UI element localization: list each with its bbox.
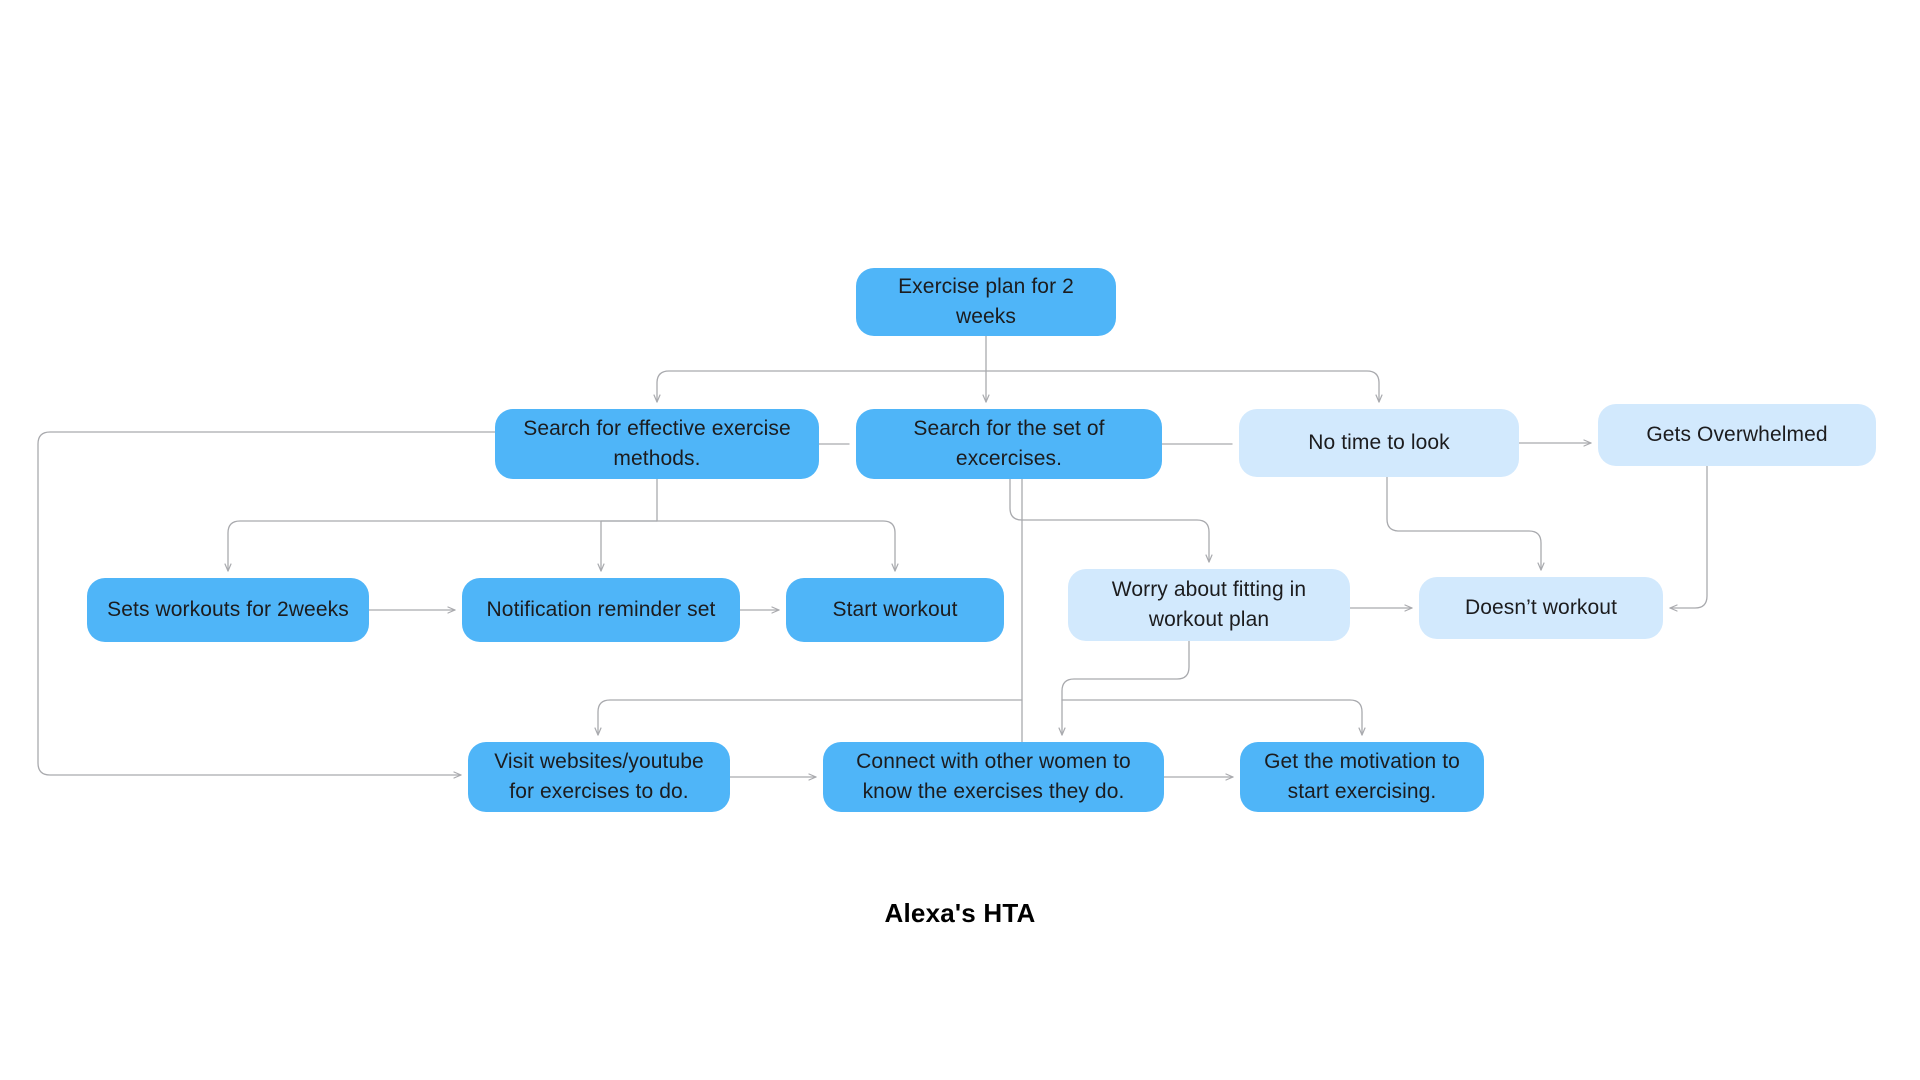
node-doesnt-workout[interactable]: Doesn’t workout — [1419, 577, 1663, 639]
node-exercise-plan[interactable]: Exercise plan for 2 weeks — [856, 268, 1116, 336]
node-start-workout[interactable]: Start workout — [786, 578, 1004, 642]
node-search-set-of-excercises[interactable]: Search for the set of excercises. — [856, 409, 1162, 479]
edge-bus-to-visit-sites — [594, 699, 1023, 736]
edge-sm-to-sets-workouts — [224, 520, 658, 572]
node-label: Sets workouts for 2weeks — [107, 597, 349, 621]
node-get-motivation[interactable]: Get the motivation to start exercising. — [1240, 742, 1484, 812]
node-no-time-to-look[interactable]: No time to look — [1239, 409, 1519, 477]
node-label: Doesn’t workout — [1464, 595, 1618, 619]
node-label: Start workout — [832, 597, 958, 621]
edge-overwhelmed-to-doesnt — [1669, 465, 1708, 612]
node-notification-reminder[interactable]: Notification reminder set — [462, 578, 740, 642]
edge-sm-to-notification — [597, 520, 658, 572]
node-label: Gets Overwhelmed — [1646, 422, 1828, 446]
edge-worry-stem — [1061, 640, 1190, 701]
node-label: Visit websites/youtube for exercises to … — [494, 749, 704, 803]
edge-ss-stem-worry — [1009, 478, 1213, 563]
node-label: Get the motivation to start exercising. — [1264, 749, 1460, 803]
node-label: Search for the set of excercises. — [913, 416, 1105, 470]
node-label: Connect with other women to know the exe… — [856, 749, 1131, 803]
edge-no-time-to-doesnt — [1386, 476, 1545, 571]
edge-sm-to-start-workout — [656, 520, 899, 572]
diagram-title: Alexa's HTA — [884, 898, 1036, 928]
node-visit-websites-youtube[interactable]: Visit websites/youtube for exercises to … — [468, 742, 730, 812]
node-label: Notification reminder set — [486, 597, 716, 621]
node-sets-workouts[interactable]: Sets workouts for 2weeks — [87, 578, 369, 642]
node-connect-with-other-women[interactable]: Connect with other women to know the exe… — [823, 742, 1164, 812]
edge-root-to-no-time — [985, 370, 1383, 403]
node-gets-overwhelmed[interactable]: Gets Overwhelmed — [1598, 404, 1876, 466]
node-label: Worry about fitting in workout plan — [1111, 577, 1307, 631]
node-search-effective-methods[interactable]: Search for effective exercise methods. — [495, 409, 819, 479]
node-label: No time to look — [1308, 430, 1450, 454]
node-label: Exercise plan for 2 weeks — [898, 274, 1074, 328]
edge-worry-to-motivation — [1061, 699, 1366, 736]
node-label: Search for effective exercise methods. — [523, 416, 791, 470]
edge-root-to-search-methods — [653, 370, 987, 403]
node-worry-fitting-workout-plan[interactable]: Worry about fitting in workout plan — [1068, 569, 1350, 641]
